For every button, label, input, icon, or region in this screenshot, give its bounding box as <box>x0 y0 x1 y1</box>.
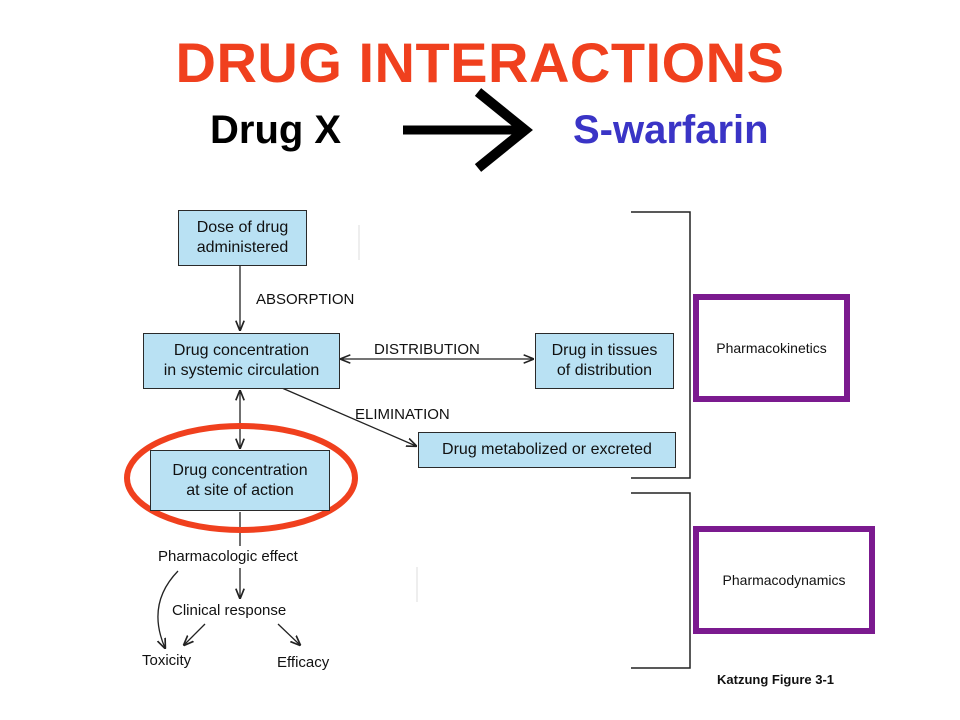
figure-caption: Katzung Figure 3-1 <box>717 672 835 687</box>
pharmacodynamics-bracket <box>631 492 691 669</box>
efficacy-label: Efficacy <box>277 654 330 671</box>
dose-box: Dose of drug administered <box>178 210 307 266</box>
site-line-1: Drug concentration <box>172 461 308 479</box>
toxicity-curve-arrow <box>158 570 179 648</box>
pharmacodynamics-label: Pharmacodynamics <box>722 572 846 588</box>
systemic-circulation-box: Drug concentration in systemic circulati… <box>143 333 340 389</box>
distribution-label: DISTRIBUTION <box>374 341 480 358</box>
pharmacokinetics-box: Pharmacokinetics <box>693 294 850 402</box>
site-of-action-box: Drug concentration at site of action <box>150 450 330 511</box>
tissues-box: Drug in tissues of distribution <box>535 333 674 389</box>
interaction-arrow-icon <box>403 88 533 172</box>
metabolized-box: Drug metabolized or excreted <box>418 432 676 468</box>
pharmacokinetics-label: Pharmacokinetics <box>716 340 827 356</box>
s-warfarin-label: S-warfarin <box>573 108 769 152</box>
toxicity-label: Toxicity <box>142 652 192 669</box>
tissues-line-1: Drug in tissues <box>551 342 658 359</box>
dose-line-1: Dose of drug <box>196 219 289 236</box>
response-efficacy-arrow <box>277 623 300 645</box>
pharmacologic-effect-label: Pharmacologic effect <box>158 548 298 565</box>
elimination-arrow <box>281 387 416 446</box>
elimination-label: ELIMINATION <box>355 406 450 423</box>
site-of-action-highlight <box>124 423 358 533</box>
pharmacodynamics-box: Pharmacodynamics <box>693 526 875 634</box>
metabolized-text: Drug metabolized or excreted <box>442 441 652 458</box>
drug-x-label: Drug X <box>210 108 342 152</box>
systemic-line-1: Drug concentration <box>173 342 310 359</box>
dose-line-2: administered <box>196 239 289 256</box>
absorption-label: ABSORPTION <box>256 291 355 308</box>
site-line-2: at site of action <box>186 481 294 499</box>
pharmacokinetics-bracket <box>631 211 691 479</box>
systemic-line-2: in systemic circulation <box>163 362 320 379</box>
tissues-line-2: of distribution <box>556 362 653 379</box>
slide-title: DRUG INTERACTIONS <box>175 31 785 94</box>
clinical-response-label: Clinical response <box>172 602 287 619</box>
response-toxicity-arrow <box>184 623 206 645</box>
